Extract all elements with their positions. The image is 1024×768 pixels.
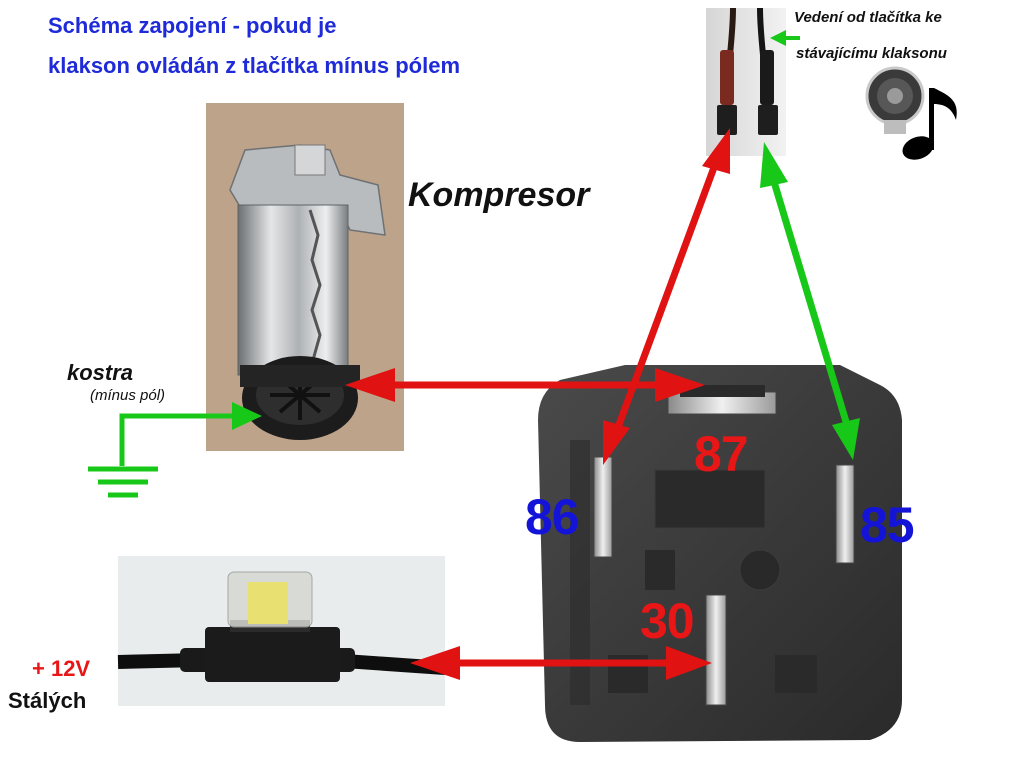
title-line-1: Schéma zapojení - pokud je: [48, 13, 337, 38]
horn-wire-label-2: stávajícímu klaksonu: [796, 45, 947, 62]
horn-wire-label-1: Vedení od tlačítka ke: [794, 9, 942, 26]
pin-86-label: 86: [525, 489, 580, 545]
pin-87-label: 87: [694, 426, 749, 482]
pin-85-label: 85: [860, 497, 915, 553]
music-note-icon: [902, 88, 957, 160]
ground-label: kostra: [67, 360, 134, 385]
voltage-label: + 12V: [32, 656, 91, 681]
ground-symbol: [88, 413, 238, 498]
red-arrow-86-connector: [603, 128, 730, 465]
green-arrow-85-connector: [760, 142, 860, 460]
title-line-2: klakson ovládán z tlačítka mínus pólem: [48, 53, 461, 78]
power-type-label: Stálých: [8, 688, 87, 713]
green-arrow-wire-label: [770, 30, 800, 46]
wire-connectors-photo: [706, 7, 786, 156]
fuse-holder-photo: [117, 556, 446, 706]
red-arrow-compressor-87: [345, 368, 705, 402]
compressor-photo: [206, 103, 404, 451]
ground-sublabel: (mínus pól): [90, 387, 166, 404]
compressor-label: Kompresor: [408, 176, 590, 214]
ground-arrow-head: [232, 402, 262, 430]
pin-30-label: 30: [640, 593, 695, 649]
horn-icon: [865, 64, 925, 134]
red-arrow-fuse-30: [410, 646, 712, 680]
